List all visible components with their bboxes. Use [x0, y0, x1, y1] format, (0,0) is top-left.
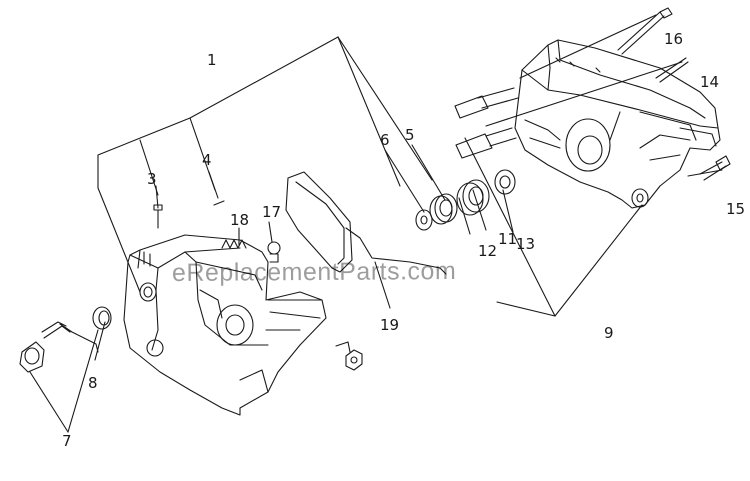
part-label-13: 13 — [516, 235, 536, 253]
leader-line-13 — [502, 189, 514, 233]
screw-15 — [699, 155, 731, 181]
part-label-9: 9 — [604, 324, 614, 342]
bearing-11 — [456, 179, 490, 216]
leader-line-15 — [687, 169, 723, 177]
leader-line-3 — [155, 185, 159, 209]
bolt-16 — [617, 7, 673, 55]
leader-lines-part-1 — [97, 36, 433, 293]
stud-bolt-upper — [454, 87, 519, 119]
bolt-14 — [655, 57, 689, 83]
stud-bolt-lower — [455, 127, 517, 159]
retainer-13 — [494, 169, 516, 195]
leader-line-4 — [208, 171, 219, 199]
part-label-12: 12 — [478, 242, 498, 260]
spring-18 — [221, 239, 247, 249]
part-label-11: 11 — [498, 230, 518, 248]
crankcase-half-right — [514, 39, 721, 209]
gasket-19 — [285, 171, 447, 275]
part-label-19: 19 — [380, 316, 400, 334]
part-label-17: 17 — [262, 203, 282, 221]
leader-line-7b — [67, 329, 99, 433]
leader-lines-part-9 — [464, 137, 643, 317]
cap-and-wire-7 — [19, 321, 99, 373]
part-label-4: 4 — [202, 151, 212, 169]
part-label-1: 1 — [207, 51, 217, 69]
part-label-7: 7 — [62, 432, 72, 450]
leader-line-19 — [374, 261, 391, 309]
bearing-5 — [429, 193, 458, 225]
part-label-15: 15 — [726, 200, 746, 218]
crankcase-half-left — [123, 234, 327, 416]
seal-6 — [415, 209, 433, 231]
pin-4 — [213, 200, 225, 206]
leader-line-14 — [485, 61, 683, 127]
part-label-5: 5 — [405, 126, 415, 144]
stud-17 — [267, 241, 281, 263]
part-label-8: 8 — [88, 374, 98, 392]
leader-line-17 — [268, 221, 273, 243]
watermark-text: eReplacementParts.com — [171, 257, 457, 287]
grommet-8 — [92, 306, 112, 330]
part-label-18: 18 — [230, 211, 250, 229]
leader-line-5 — [411, 144, 446, 201]
leader-line-7a — [29, 371, 69, 433]
part-label-14: 14 — [700, 73, 720, 91]
screw-3 — [153, 204, 163, 229]
nut — [335, 341, 363, 371]
part-label-6: 6 — [380, 131, 390, 149]
part-label-16: 16 — [664, 30, 684, 48]
leader-line-12 — [458, 197, 471, 235]
leader-line-6 — [384, 149, 425, 213]
part-label-3: 3 — [147, 170, 157, 188]
leader-line-8 — [94, 321, 106, 361]
